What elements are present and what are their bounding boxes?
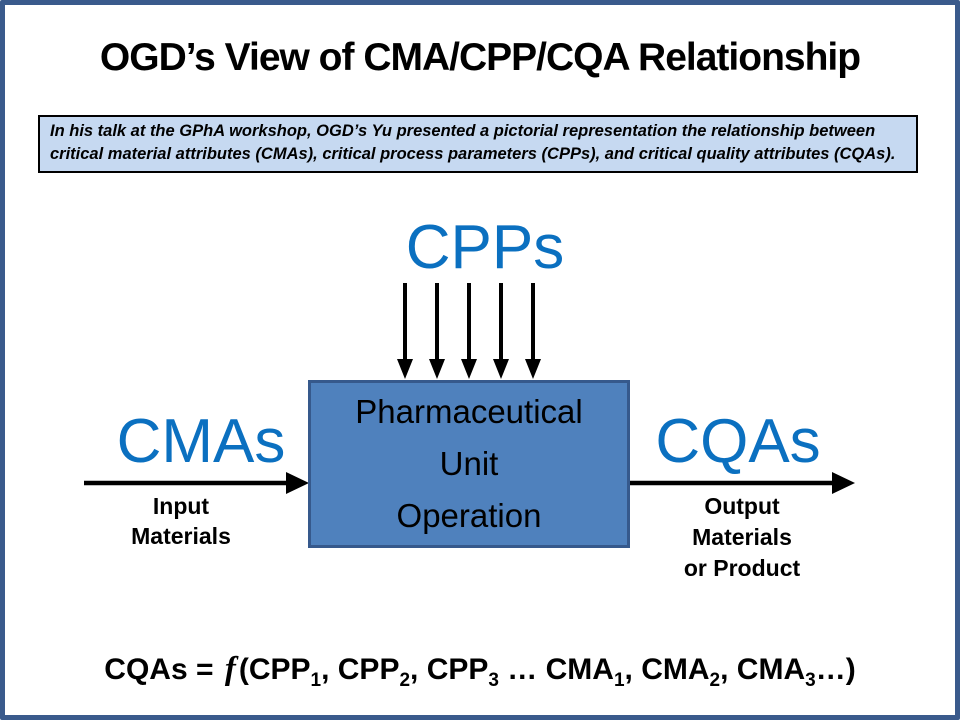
box-line-1: Pharmaceutical: [355, 393, 583, 430]
output-caption-line-1: Output: [704, 493, 780, 519]
box-line-3: Operation: [396, 497, 542, 534]
input-arrow-icon: [84, 472, 309, 494]
output-caption-line-2: Materials: [692, 524, 792, 550]
note-box: In his talk at the GPhA workshop, OGD’s …: [38, 115, 918, 173]
note-text: In his talk at the GPhA workshop, OGD’s …: [50, 122, 896, 163]
pharmaceutical-unit-operation-box: Pharmaceutical Unit Operation: [308, 380, 630, 548]
input-caption-line-2: Materials: [131, 523, 231, 549]
slide-title: OGD’s View of CMA/CPP/CQA Relationship: [99, 36, 861, 79]
box-line-2: Unit: [439, 445, 499, 482]
input-caption-line-1: Input: [152, 493, 210, 519]
cpps-label: CPPs: [405, 213, 565, 282]
output-arrow-icon: [630, 472, 855, 494]
input-materials-caption: Input Materials: [81, 491, 281, 551]
cmas-label: CMAs: [116, 407, 286, 476]
cpp-arrows-icon: [397, 283, 541, 379]
output-materials-caption: Output Materials or Product: [642, 491, 842, 584]
formula: CQAs = f(CPP1, CPP2, CPP3 … CMA1, CMA2, …: [104, 651, 856, 691]
cqas-label: CQAs: [655, 407, 821, 476]
output-caption-line-3: or Product: [683, 555, 801, 581]
